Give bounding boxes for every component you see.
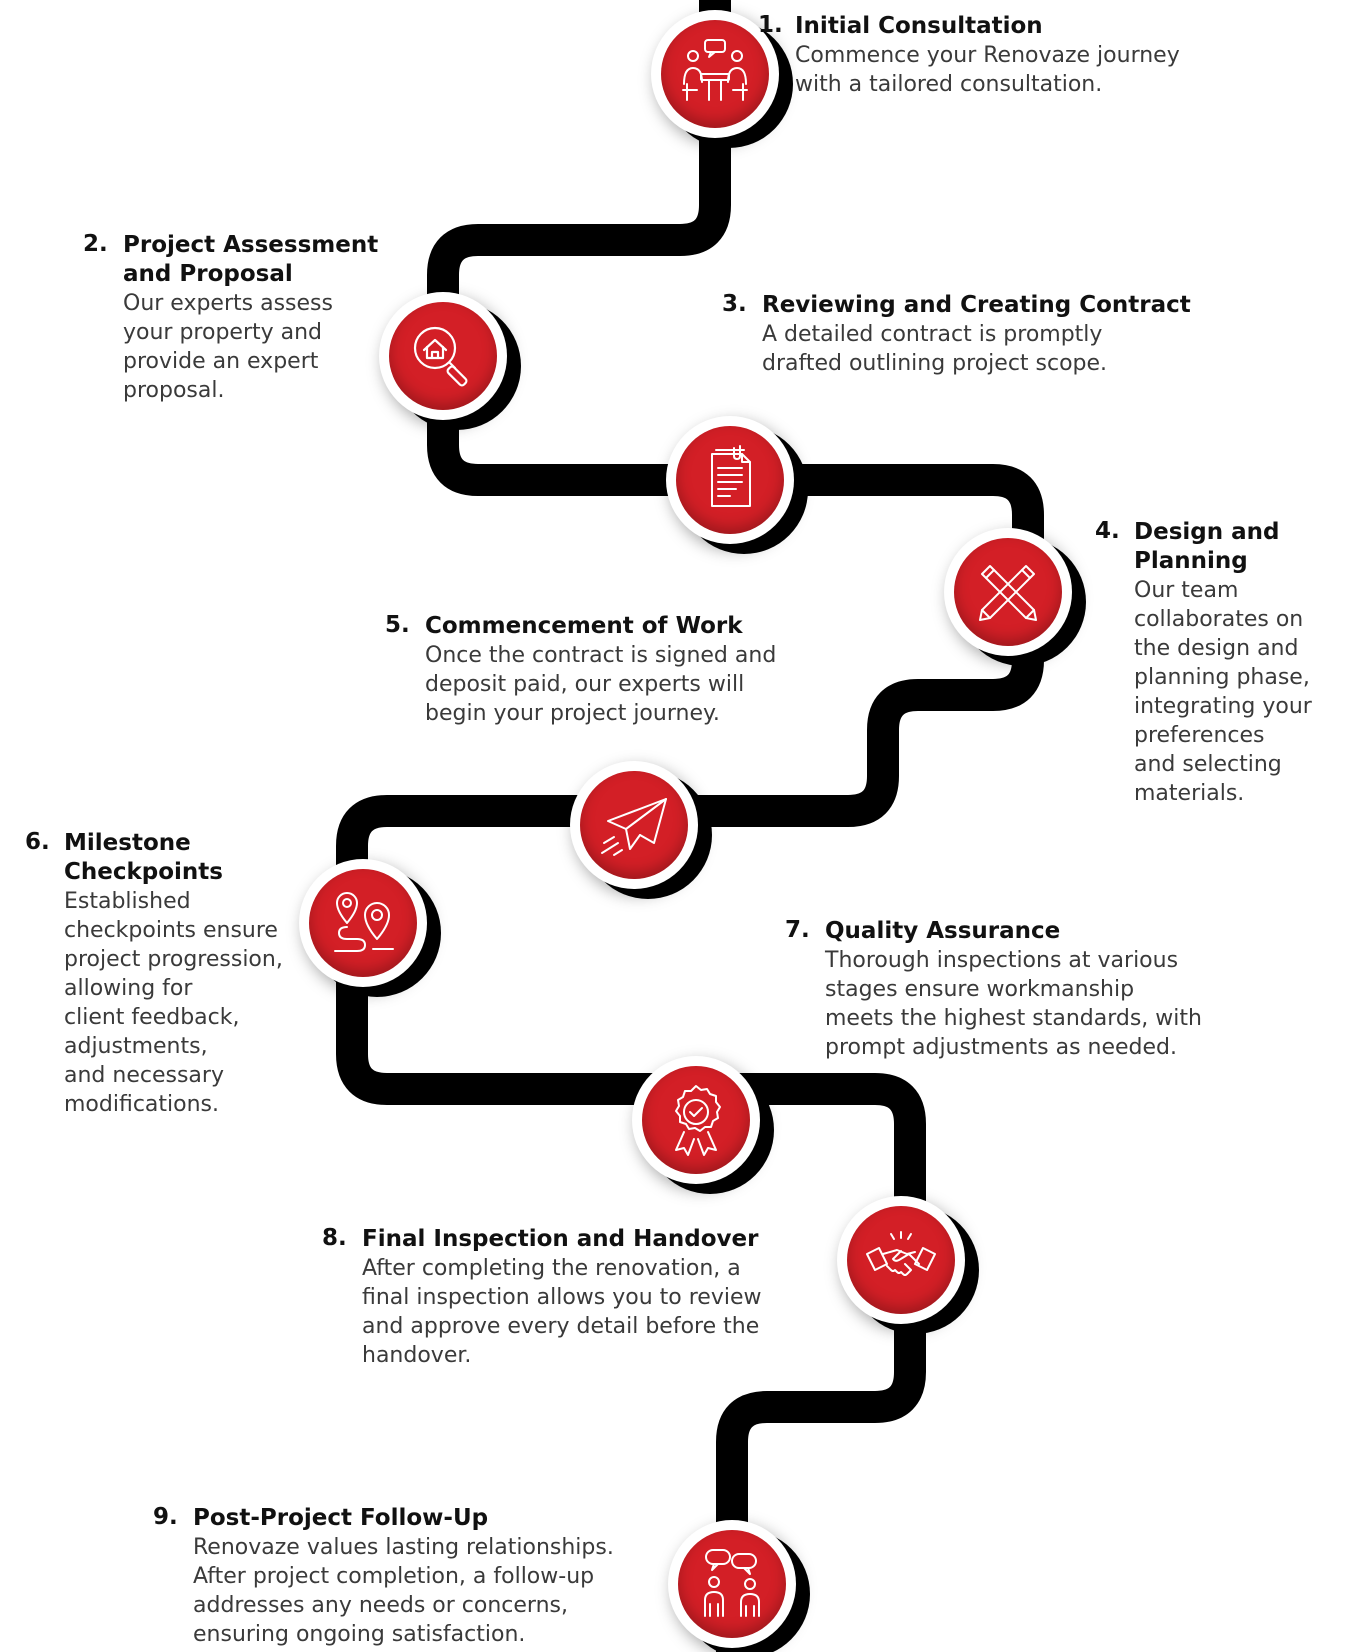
step-8-title: Final Inspection and Handover	[362, 1226, 759, 1252]
house-search-icon	[413, 326, 468, 387]
step-7-text: 7. Quality Assurance Thorough inspection…	[785, 917, 1265, 1062]
route-pins-icon	[334, 892, 394, 952]
step-8-node	[837, 1196, 965, 1324]
step-1-number: 1.	[758, 12, 783, 38]
step-8-text: 8. Final Inspection and Handover After c…	[322, 1225, 802, 1370]
step-5-node	[570, 761, 698, 889]
step-9-node	[668, 1520, 796, 1648]
step-5-text: 5. Commencement of Work Once the contrac…	[385, 612, 825, 728]
step-2-node	[379, 292, 507, 420]
step-9-number: 9.	[153, 1504, 178, 1530]
step-3-number: 3.	[722, 291, 747, 317]
step-6-number: 6.	[25, 829, 50, 855]
step-1-node	[651, 10, 779, 138]
step-4-number: 4.	[1095, 518, 1120, 544]
step-1-title: Initial Consultation	[795, 13, 1043, 39]
paper-plane-icon	[601, 798, 667, 856]
step-8-number: 8.	[322, 1225, 347, 1251]
step-3-text: 3. Reviewing and Creating Contract A det…	[722, 291, 1202, 378]
consultation-meeting-icon	[682, 39, 748, 101]
step-5-title: Commencement of Work	[425, 613, 743, 639]
step-1-text: 1. Initial Consultation Commence your Re…	[758, 12, 1225, 99]
step-7-node	[632, 1056, 760, 1184]
step-9-description: Renovaze values lasting relationships.Af…	[193, 1535, 614, 1647]
step-2-number: 2.	[83, 231, 108, 257]
step-9-text: 9. Post-Project Follow-Up Renovaze value…	[153, 1504, 633, 1649]
handshake-icon	[866, 1231, 936, 1276]
step-3-node	[666, 416, 794, 544]
step-5-number: 5.	[385, 612, 410, 638]
step-9-title: Post-Project Follow-Up	[193, 1505, 489, 1531]
step-7-number: 7.	[785, 917, 810, 943]
contract-document-icon	[711, 445, 751, 507]
quality-badge-icon	[675, 1085, 721, 1156]
pencils-crossed-icon	[979, 565, 1037, 621]
step-4-node	[944, 528, 1072, 656]
step-3-title: Reviewing and Creating Contract	[762, 292, 1191, 318]
follow-up-conversation-icon	[704, 1549, 760, 1617]
step-6-node	[299, 859, 427, 987]
step-7-title: Quality Assurance	[825, 918, 1061, 944]
